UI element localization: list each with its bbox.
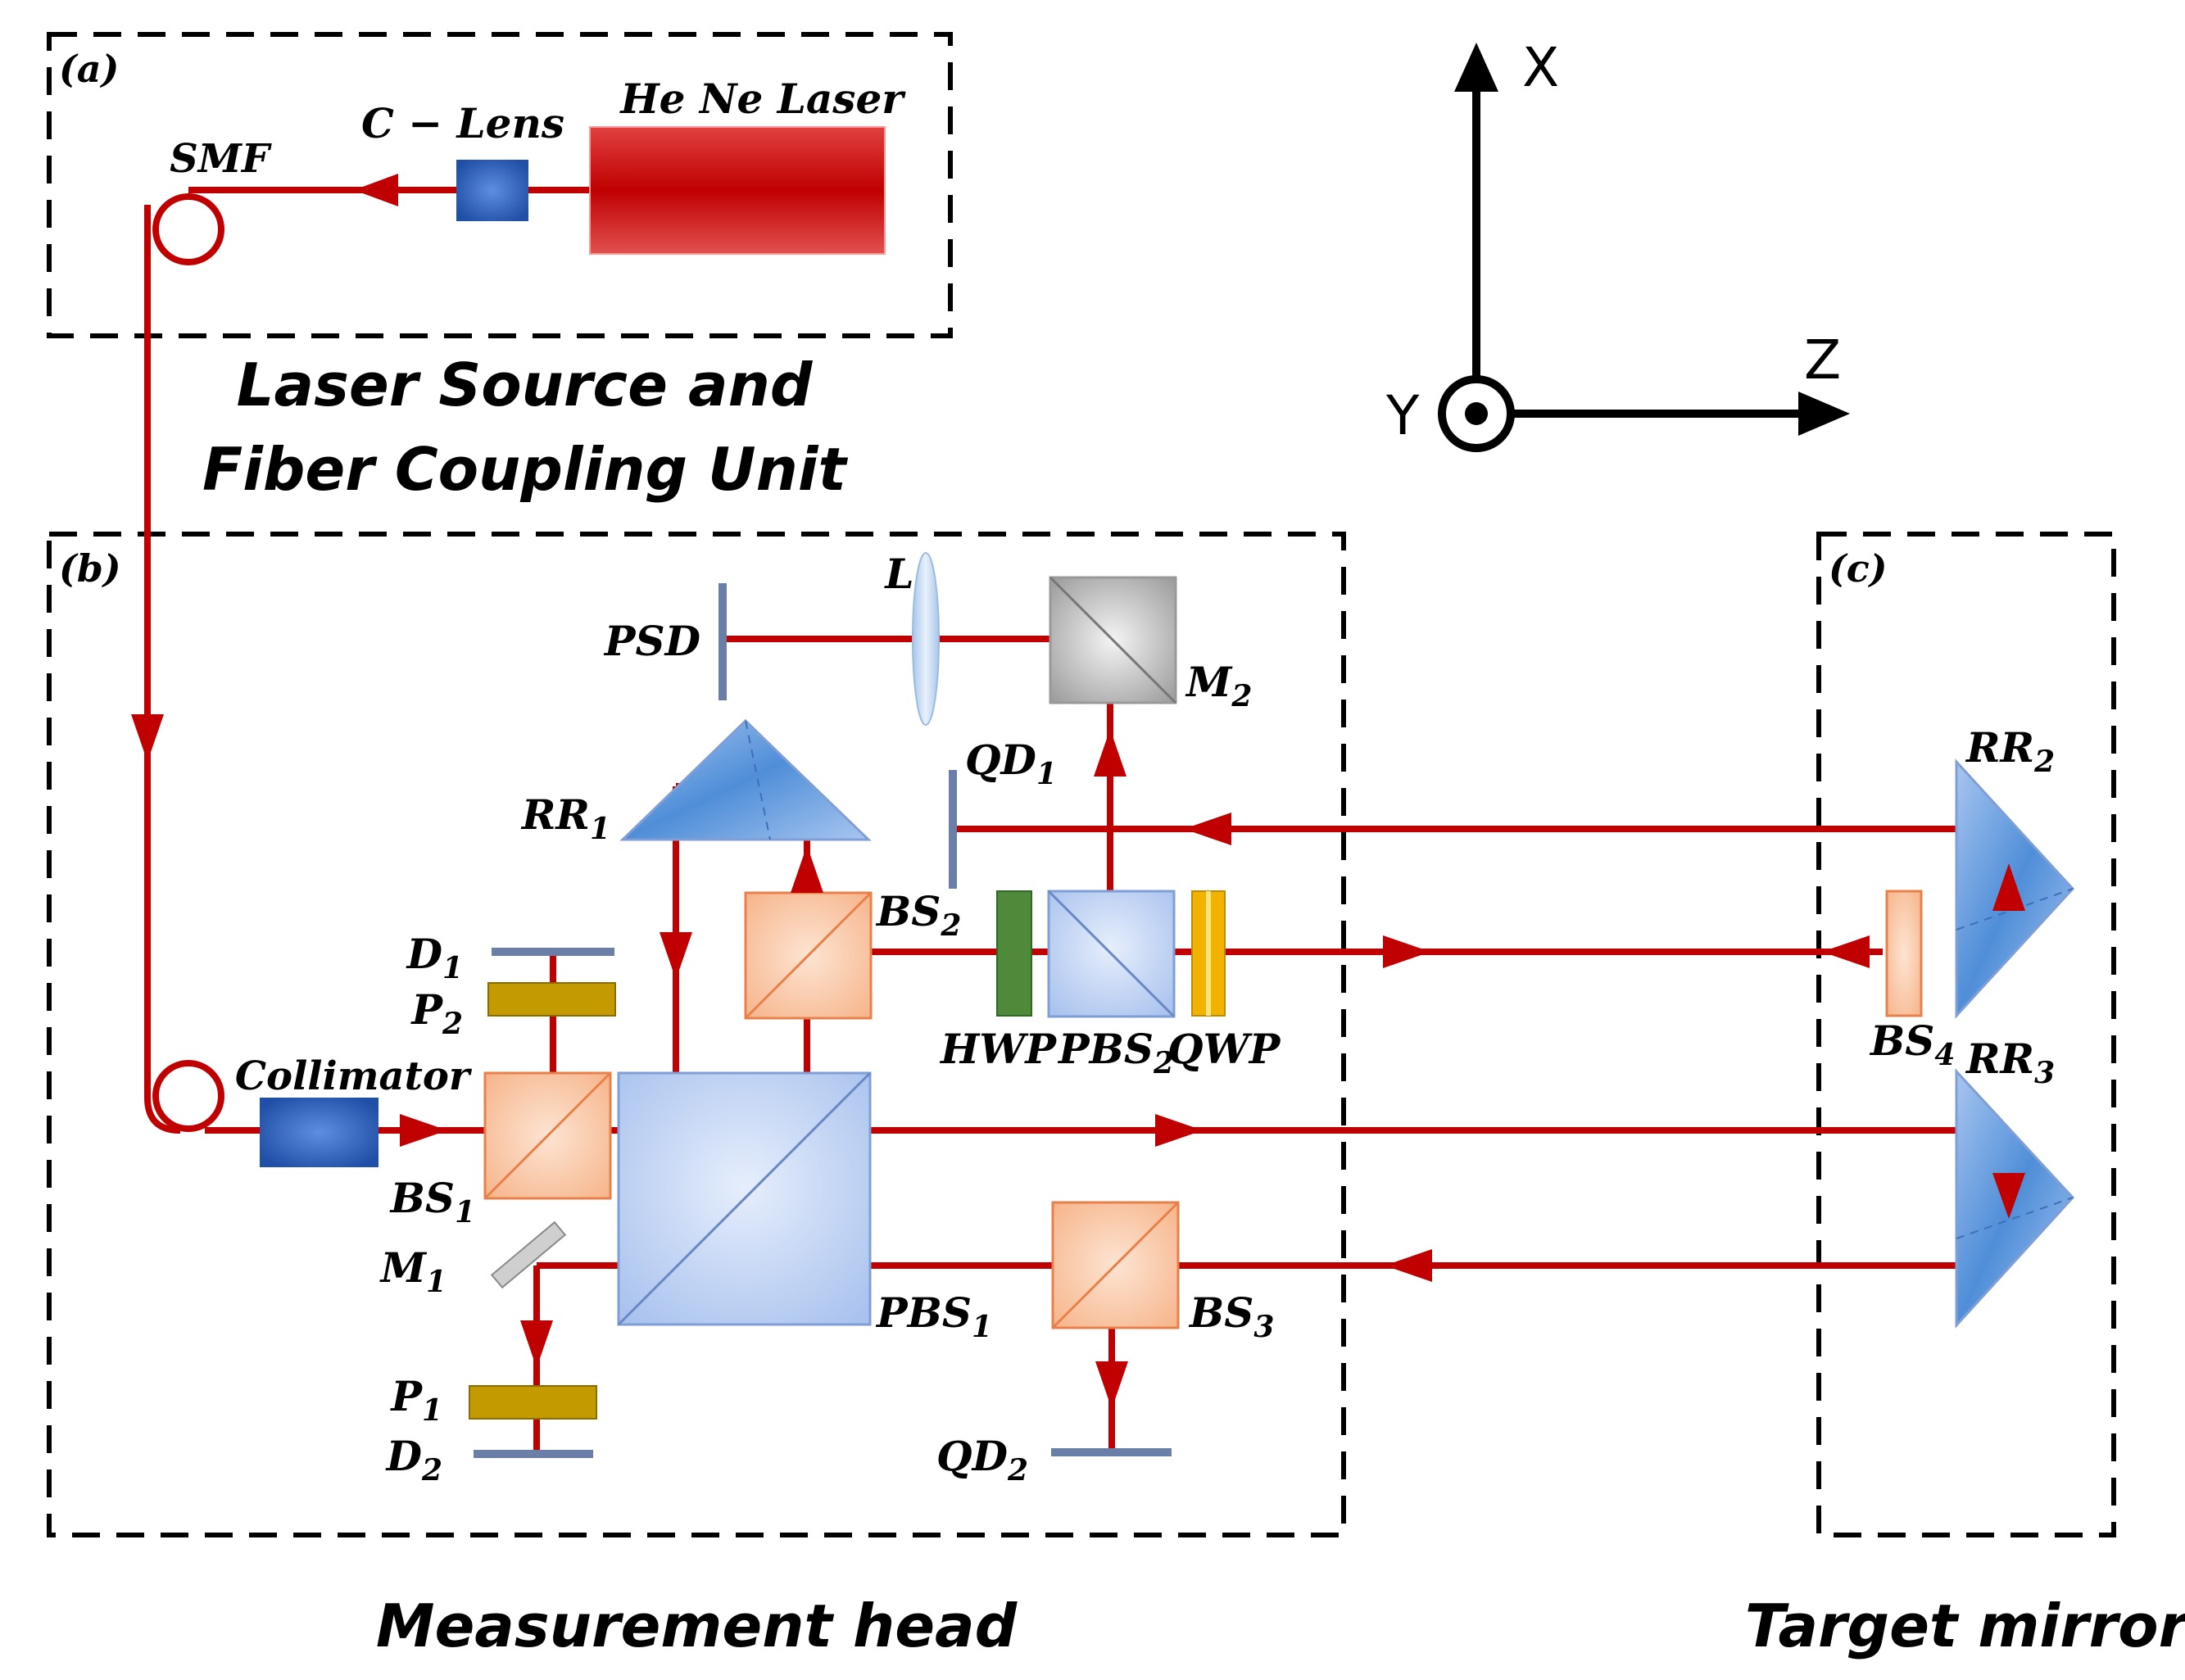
panel-a-box <box>47 32 953 338</box>
arrow-down-rr3 <box>1992 1173 2025 1219</box>
polarizer-p1 <box>469 1385 597 1420</box>
collimator <box>260 1098 379 1167</box>
arrow-right-bs2 <box>1383 935 1430 968</box>
caption-laser-source: Laser Source and <box>237 351 814 419</box>
panel-a-tag: (a) <box>59 47 119 91</box>
x-axis-label: X <box>1522 36 1559 99</box>
x-axis-arrowhead <box>1454 43 1498 92</box>
arrow-left-return <box>1385 1249 1432 1282</box>
retroreflector-rr1 <box>619 718 872 841</box>
pbs2-label: PBS2 <box>1057 1025 1174 1080</box>
y-axis-label: Y <box>1385 384 1420 447</box>
collimator-label: Collimator <box>235 1053 473 1099</box>
arrow-up-pbs2 <box>1094 729 1126 777</box>
panel-c-box <box>1816 532 2116 1537</box>
c-lens-label: C − Lens <box>361 99 564 147</box>
beam-splitter-bs4 <box>1885 890 1923 1017</box>
arrow-up-rr2 <box>1992 863 2025 911</box>
bs4-label: BS4 <box>1869 1017 1955 1072</box>
coupling-lens <box>456 160 528 221</box>
d2-label: D2 <box>385 1432 442 1488</box>
arrow-down-bs3 <box>1095 1361 1128 1409</box>
bs2-label: BS2 <box>875 887 961 943</box>
beam-direction-arrows <box>131 174 2025 1409</box>
pbs1-label: PBS1 <box>875 1288 992 1344</box>
smf-label: SMF <box>170 136 272 182</box>
smf-fiber-coil-icon <box>152 193 224 265</box>
m2-label: M2 <box>1185 658 1252 713</box>
rr3-label: RR3 <box>1965 1035 2055 1090</box>
lens-label: L <box>883 550 913 598</box>
arrow-up-bs2 <box>791 845 823 893</box>
rr2-label: RR2 <box>1965 723 2055 779</box>
bs1-label: BS1 <box>389 1174 475 1229</box>
coordinate-axes: X Y Z <box>1385 36 1850 452</box>
qwp-label: QWP <box>1167 1025 1281 1073</box>
arrow-left-qd1 <box>1184 813 1231 845</box>
hene-laser-label: He Ne Laser <box>619 75 906 123</box>
qd1-label: QD1 <box>965 736 1057 791</box>
hwp-label: HWP <box>939 1025 1057 1073</box>
hene-laser <box>589 126 886 255</box>
p1-label: P1 <box>389 1372 442 1428</box>
collimator-fiber-coil-icon <box>152 1060 224 1132</box>
d1-label: D1 <box>406 930 463 985</box>
caption-measurement-head: Measurement head <box>376 1592 1018 1660</box>
focusing-lens <box>912 552 940 726</box>
panel-c-tag: (c) <box>1829 546 1888 591</box>
caption-fiber-coupling: Fiber Coupling Unit <box>202 435 849 504</box>
polarizer-p2 <box>487 982 616 1017</box>
arrow-left-bs4 <box>1822 935 1870 968</box>
arrow-right-main <box>1155 1114 1203 1147</box>
panel-b-tag: (b) <box>59 546 121 591</box>
arrow-down-m1 <box>520 1320 553 1368</box>
arrow-left-laser <box>354 174 398 206</box>
p2-label: P2 <box>410 985 463 1041</box>
z-axis-arrowhead <box>1798 392 1850 436</box>
caption-target-mirror: Target mirror <box>1745 1592 2185 1660</box>
psd-label: PSD <box>603 617 700 665</box>
mirror-m1 <box>490 1220 567 1289</box>
half-wave-plate <box>996 890 1032 1017</box>
z-axis-label: Z <box>1804 328 1841 392</box>
qd2-label: QD2 <box>936 1432 1028 1488</box>
arrow-right-collimator <box>400 1114 447 1147</box>
m1-label: M1 <box>379 1243 447 1299</box>
arrow-down-rr1 <box>660 932 692 980</box>
rr1-label: RR1 <box>520 790 610 846</box>
bs3-label: BS3 <box>1188 1288 1274 1344</box>
arrow-down-fiber <box>131 714 164 762</box>
panel-b-box <box>47 532 1346 1537</box>
